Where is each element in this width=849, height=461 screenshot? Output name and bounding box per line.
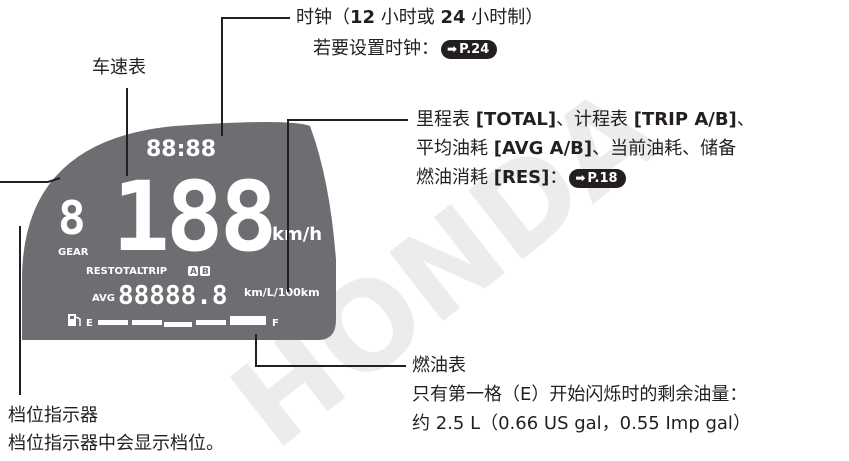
clock-leader-line [221, 17, 290, 136]
lcd-res-total-trip: RESTOTALTRIP [86, 266, 167, 277]
lcd-fuel-bars [98, 316, 266, 327]
lcd-trip-a-box [188, 266, 198, 276]
lcd-clock-digits: 88:88 [146, 137, 216, 162]
leader-lines [0, 17, 408, 395]
odometer-page-ref: P.18 [587, 170, 618, 186]
lcd-fuel-e: E [86, 318, 93, 329]
odometer-callout-line2: 平均油耗 [AVG A/B]、当前油耗、储备 [416, 138, 736, 160]
left-edge-leader-line [0, 177, 61, 183]
lcd-fuel-pump-icon [68, 314, 81, 326]
odometer-page-ref-link[interactable]: ➡P.18 [569, 168, 626, 188]
clock-text-12: 12 [350, 7, 376, 28]
lcd-avg-label: AVG [92, 293, 115, 304]
fuel-gauge-line2: 约 2.5 L（0.66 US gal，0.55 Imp gal） [412, 413, 751, 434]
odometer-line2-c: 、当前油耗、储备 [592, 138, 737, 159]
odometer-text-total: [TOTAL] [475, 109, 557, 130]
odometer-line3-res: [RES] [493, 167, 550, 188]
odometer-text-e: 、 [736, 109, 755, 130]
clock-callout-line2: 若要设置时钟：➡P.24 [313, 38, 498, 60]
odometer-line2-avg: [AVG A/B] [493, 138, 593, 159]
arrow-right-icon: ➡ [575, 170, 586, 185]
clock-page-ref-link[interactable]: ➡P.24 [441, 39, 498, 59]
arrow-right-icon: ➡ [447, 41, 458, 56]
odometer-leader-line [287, 119, 408, 292]
lcd-gear-label: GEAR [58, 247, 89, 258]
speedometer-title: 车速表 [92, 57, 146, 78]
odometer-callout-line3: 燃油消耗 [RES]：➡P.18 [416, 167, 626, 189]
gear-indicator-desc: 档位指示器中会显示档位。 [8, 433, 224, 454]
fuel-gauge-line1: 只有第一格（E）开始闪烁时的剩余油量： [412, 384, 748, 405]
odometer-line3-c: ： [549, 167, 568, 188]
lcd-odometer-digits: 88888.8 [118, 281, 228, 311]
odometer-line2-a: 平均油耗 [416, 138, 494, 159]
odometer-text-trip: [TRIP A/B] [633, 109, 737, 130]
lcd-fuel-f: F [272, 318, 279, 329]
gear-indicator-title: 档位指示器 [8, 405, 98, 426]
lcd-speed-unit: km/h [272, 224, 322, 245]
clock-text-suffix: 小时制） [465, 7, 544, 28]
lcd-trip-b: B [202, 267, 209, 277]
lcd-trip-a: A [190, 267, 197, 277]
lcd-trip-b-box [200, 266, 210, 276]
odometer-text-a: 里程表 [416, 109, 476, 130]
clock-text-prefix: 时钟（ [296, 7, 350, 28]
odometer-text-c: 、计程表 [556, 109, 634, 130]
fuel-gauge-title: 燃油表 [412, 355, 466, 376]
lcd-consumption-unit: km/L/100km [244, 286, 320, 299]
clock-text-24: 24 [440, 7, 466, 28]
odometer-callout-line1: 里程表 [TOTAL]、计程表 [TRIP A/B]、 [416, 109, 755, 131]
lcd-speed-digits: 188 [112, 161, 273, 273]
clock-setup-text: 若要设置时钟： [313, 38, 439, 59]
lcd-gear-digit: 8 [58, 191, 86, 245]
lcd-panel [22, 122, 336, 340]
odometer-line3-a: 燃油消耗 [416, 167, 494, 188]
fuel-gauge-leader-line [255, 334, 406, 367]
clock-text-mid: 小时或 [375, 7, 441, 28]
clock-callout-line1: 时钟（12 小时或 24 小时制） [296, 7, 543, 29]
clock-page-ref: P.24 [459, 41, 490, 57]
